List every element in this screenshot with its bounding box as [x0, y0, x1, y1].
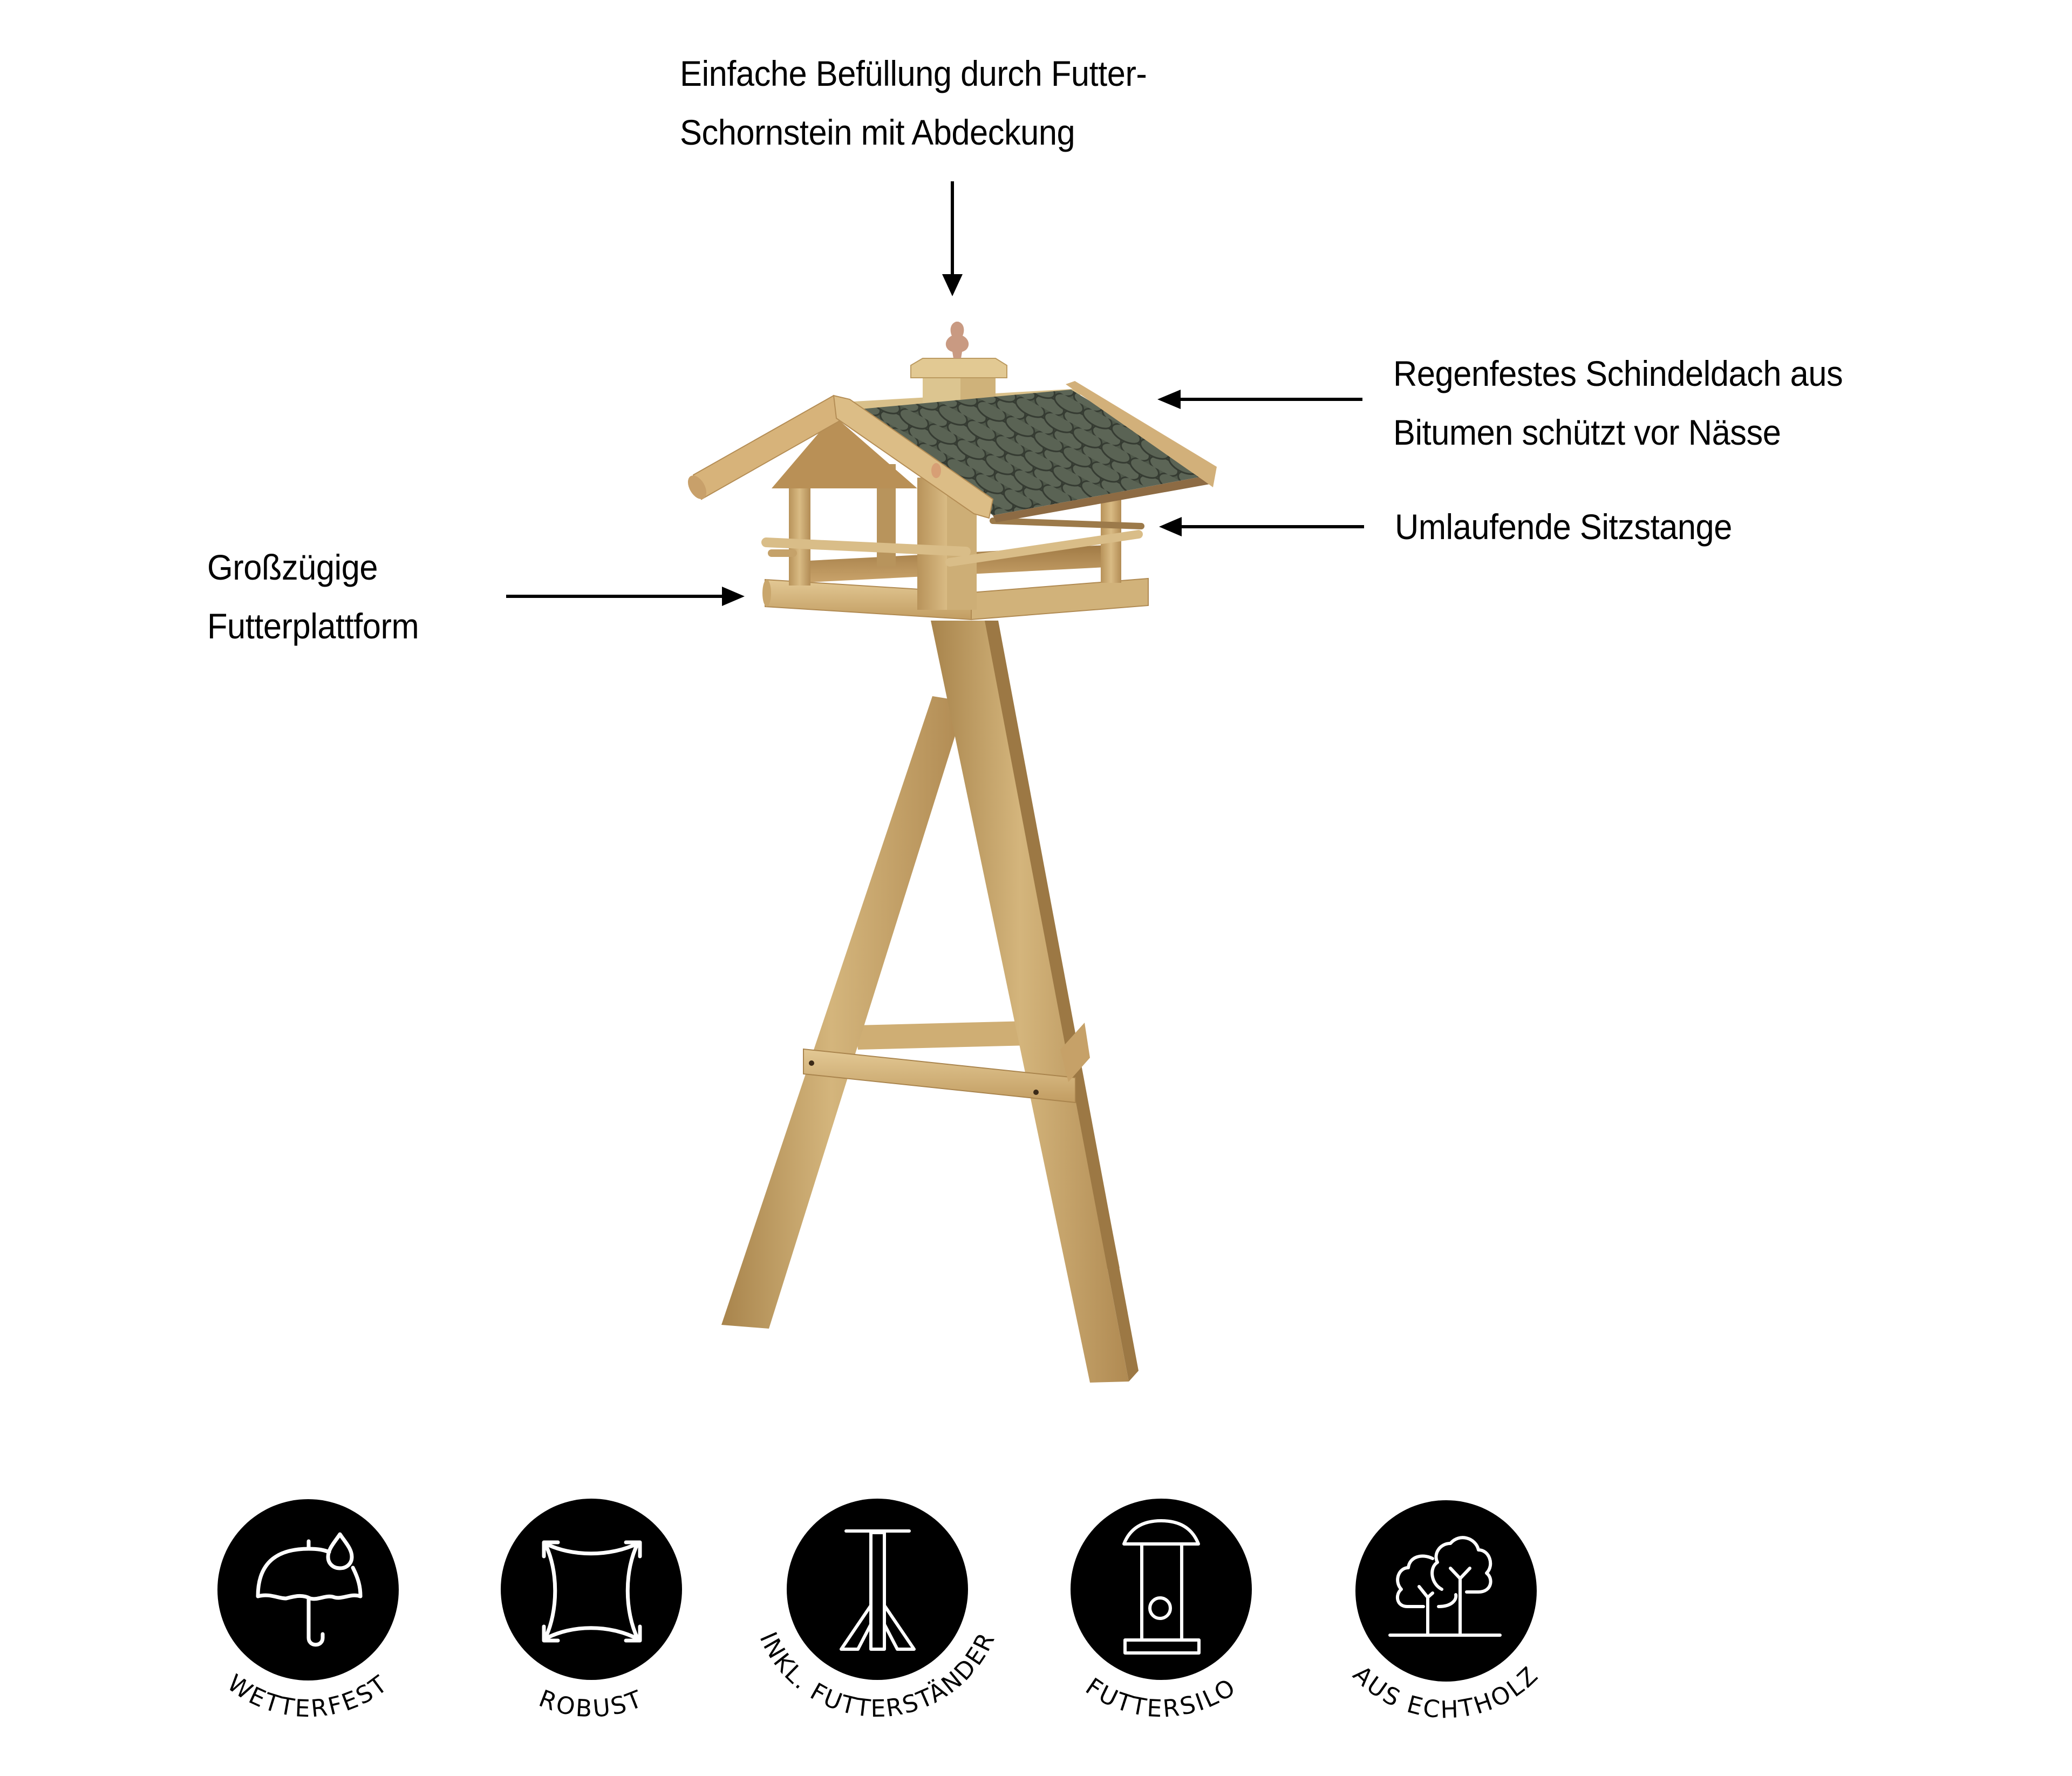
- roof-board-front: [833, 394, 994, 519]
- feature-badge-echtholz: AUS ECHTHOLZ: [1347, 1500, 1543, 1724]
- svg-text:FUTTERSILO: FUTTERSILO: [1081, 1672, 1242, 1723]
- feature-label: FUTTERSILO: [1081, 1672, 1240, 1723]
- svg-text:ROBUST: ROBUST: [535, 1685, 648, 1723]
- trees-icon: [1388, 1536, 1502, 1637]
- callout-platform-line2: Futterplattform: [207, 606, 419, 646]
- callout-roof-line1: Regenfestes Schindeldach aus: [1393, 353, 1843, 393]
- gable-wall: [772, 416, 917, 488]
- callout-roof: Regenfestes Schindeldach aus Bitumen sch…: [1393, 344, 1843, 462]
- feeder-stand-icon: [840, 1529, 916, 1651]
- callout-platform: Großzügige Futterplattform: [207, 538, 419, 656]
- umbrella-rain-icon: [256, 1532, 363, 1647]
- bird-feeder-image: [687, 322, 1217, 1383]
- feature-badge-wetterfest: WETTERFEST: [217, 1499, 399, 1723]
- feature-badge-futterstaender: INKL. FUTTERSTÄNDER: [754, 1499, 999, 1723]
- right-leg: [931, 621, 1129, 1383]
- callout-perch: Umlaufende Sitzstange: [1395, 498, 1732, 556]
- feature-badges: WETTERFEST ROBUST: [217, 1499, 1543, 1724]
- shingle-roof: [861, 390, 1211, 515]
- left-leg: [721, 696, 966, 1329]
- chimney-cap: [910, 358, 1007, 378]
- post-left: [789, 483, 810, 586]
- front-crossbar: [803, 1048, 1076, 1104]
- callout-arrow-perch: [1159, 517, 1364, 536]
- callout-chimney: Einfache Befüllung durch Futter- Schorns…: [680, 44, 1147, 162]
- callout-chimney-line2: Schornstein mit Abdeckung: [680, 112, 1075, 152]
- chimney-finial: [945, 322, 969, 358]
- stretch-arrows-icon: [542, 1540, 642, 1643]
- callout-arrow-roof: [1157, 390, 1362, 409]
- feature-badge-robust: ROBUST: [501, 1499, 682, 1723]
- feed-silo-icon: [1122, 1519, 1201, 1655]
- feature-badge-futtersilo: FUTTERSILO: [1071, 1499, 1252, 1723]
- feature-label: ROBUST: [535, 1685, 645, 1723]
- callout-perch-line1: Umlaufende Sitzstange: [1395, 507, 1732, 547]
- callout-arrow-platform: [506, 587, 745, 606]
- callout-platform-line1: Großzügige: [207, 547, 378, 587]
- callout-arrow-chimney: [942, 181, 963, 296]
- callout-roof-line2: Bitumen schützt vor Nässe: [1393, 412, 1781, 452]
- callout-chimney-line1: Einfache Befüllung durch Futter-: [680, 53, 1147, 93]
- perch-bars: [761, 518, 1144, 567]
- roof-rake-right: [1066, 381, 1217, 487]
